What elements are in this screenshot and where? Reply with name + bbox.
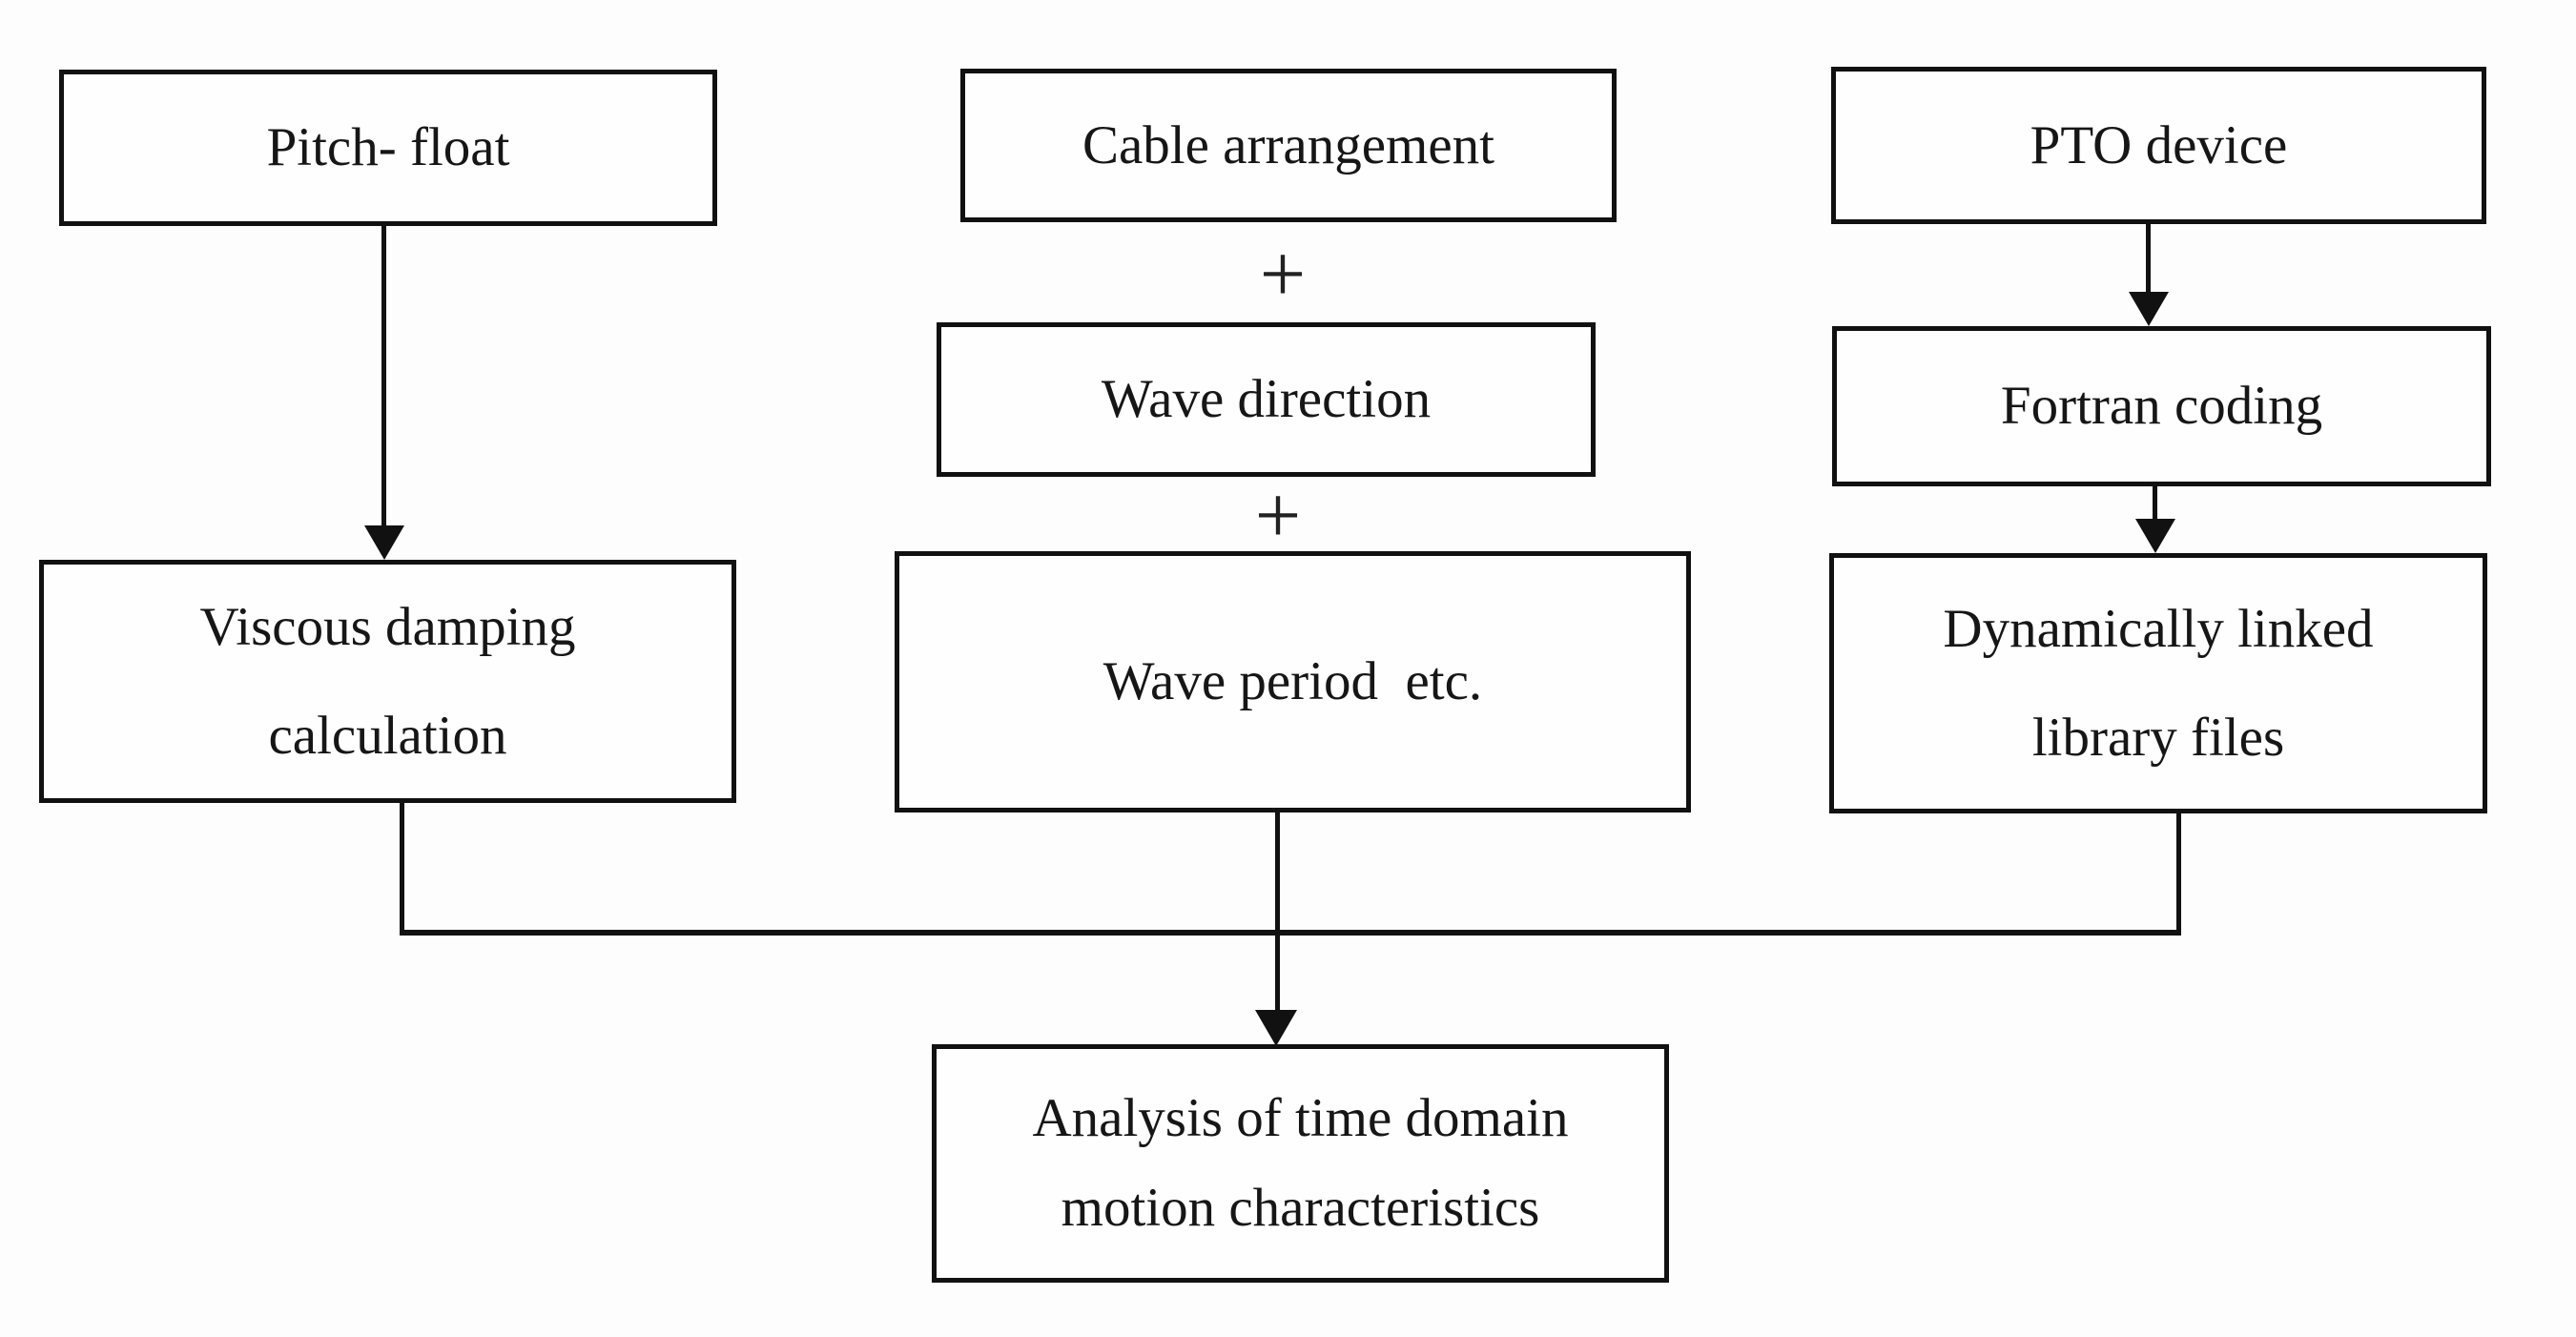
node-viscous-damping: Viscous damping calculation: [39, 560, 736, 803]
node-dynamically-linked-library: Dynamically linked library files: [1829, 553, 2487, 813]
node-cable-arrangement-label: Cable arrangement: [1082, 114, 1495, 175]
node-wave-direction-label: Wave direction: [1101, 369, 1432, 430]
arrow-down-icon: [364, 525, 404, 560]
arrow-down-icon: [2129, 292, 2169, 326]
connector-dll-drop-line: [2176, 813, 2181, 933]
node-pitch-float: Pitch- float: [59, 70, 717, 226]
node-analysis-time-domain: Analysis of time domain motion character…: [932, 1044, 1669, 1283]
node-cable-arrangement: Cable arrangement: [960, 69, 1617, 222]
arrow-down-icon: [2135, 519, 2175, 553]
connector-collector-line: [400, 930, 2181, 936]
arrow-pitch-to-viscous-shaft: [381, 226, 386, 527]
node-fortran-coding: Fortran coding: [1832, 326, 2491, 486]
node-pto-device: PTO device: [1831, 67, 2486, 224]
node-fortran-coding-label: Fortran coding: [2000, 376, 2323, 437]
node-dll-line1: Dynamically linked: [1943, 598, 2374, 659]
node-pto-device-label: PTO device: [2030, 114, 2288, 175]
plus-operator-top: +: [1259, 228, 1307, 319]
arrow-fortran-to-dll-shaft: [2153, 486, 2157, 521]
node-wave-period: Wave period etc.: [895, 551, 1691, 812]
arrow-pto-to-fortran-shaft: [2146, 224, 2151, 294]
plus-operator-bottom: +: [1254, 469, 1302, 561]
node-viscous-damping-line1: Viscous damping: [199, 596, 576, 657]
node-viscous-damping-line2: calculation: [268, 705, 507, 766]
node-analysis-line2: motion characteristics: [1061, 1178, 1540, 1238]
node-wave-period-label: Wave period etc.: [1103, 651, 1483, 712]
node-wave-direction: Wave direction: [937, 322, 1596, 477]
arrow-down-icon: [1255, 1010, 1297, 1046]
connector-viscous-drop-line: [400, 803, 404, 933]
connector-center-drop-line: [1275, 812, 1280, 1012]
node-analysis-line1: Analysis of time domain: [1032, 1087, 1569, 1148]
node-pitch-float-label: Pitch- float: [266, 117, 510, 178]
node-dll-line2: library files: [2031, 707, 2285, 768]
